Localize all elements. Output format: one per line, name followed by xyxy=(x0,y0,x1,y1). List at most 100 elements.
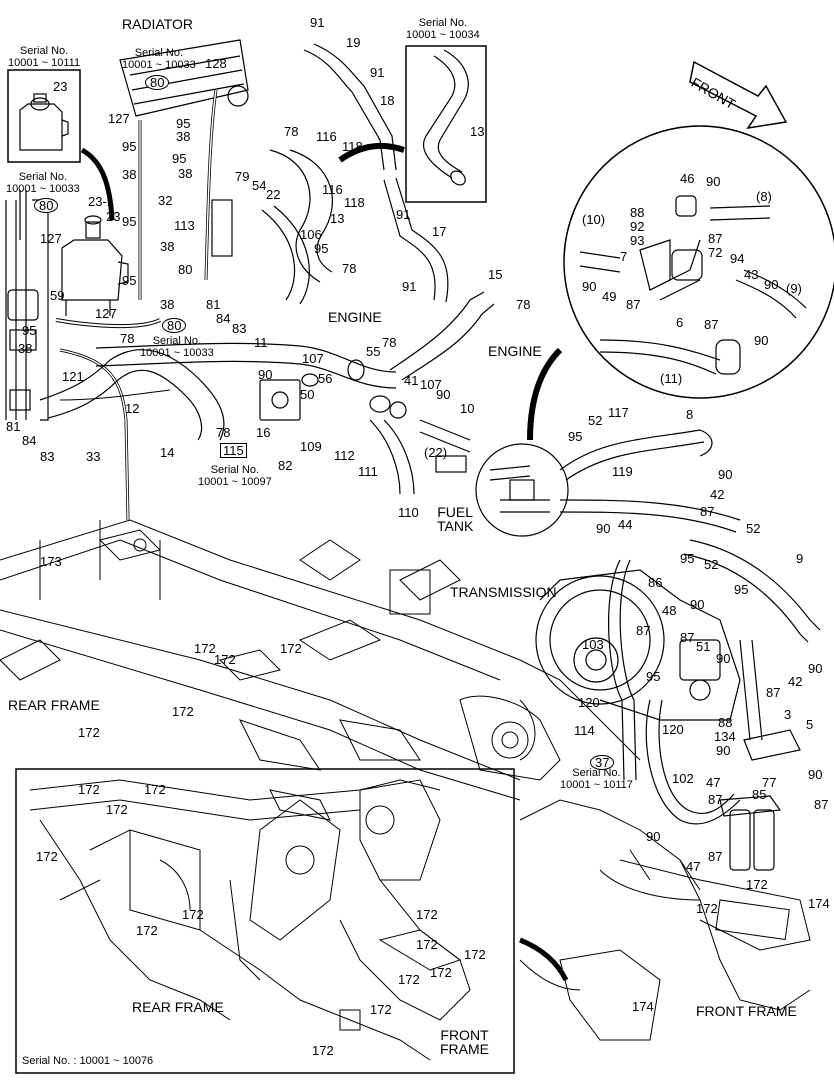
callout-90c: 90 xyxy=(706,174,721,189)
callout-102: 102 xyxy=(672,771,694,786)
callout-87g: 87 xyxy=(766,685,781,700)
callout-90j: 90 xyxy=(716,651,731,666)
callout-172b: 172 xyxy=(214,652,236,667)
callout-90f: 90 xyxy=(754,333,769,348)
callout-87b: 87 xyxy=(626,297,641,312)
hose-19-18 xyxy=(303,43,397,171)
callout-3: 3 xyxy=(784,707,792,722)
reservoir-23-1 xyxy=(61,215,129,316)
pipe-127-inner xyxy=(55,319,161,328)
arrow-front-frame xyxy=(519,937,569,982)
callout-38f: 38 xyxy=(178,166,193,181)
callout-174b: 174 xyxy=(632,999,654,1014)
callout-172a: 172 xyxy=(194,641,216,656)
callout-86: 86 xyxy=(648,575,663,590)
label-transmission: TRANSMISSION xyxy=(450,584,557,600)
serial-hose13: Serial No. 10001 ~ 10034 xyxy=(406,17,480,41)
callout-33: 33 xyxy=(86,449,101,464)
callout-82: 82 xyxy=(278,458,293,473)
callout-93: 93 xyxy=(630,233,645,248)
radiator-body xyxy=(119,39,249,117)
filter-assembly xyxy=(719,729,801,871)
connection-detail xyxy=(489,465,550,513)
callout-90k: 90 xyxy=(808,661,823,676)
label-rear-frame-top: REAR FRAME xyxy=(8,697,100,713)
callout-173: 173 xyxy=(40,554,62,569)
callout-17: 17 xyxy=(432,224,447,239)
callout-172t: 172 xyxy=(696,901,718,916)
label-fuel-tank: FUEL TANK xyxy=(437,504,474,534)
callout-91a: 91 xyxy=(310,15,325,30)
fitting-detail xyxy=(579,195,807,375)
callout-23-1: 23-1 xyxy=(88,194,115,209)
callout-103: 103 xyxy=(582,637,604,652)
callout-84a: 84 xyxy=(22,433,37,448)
callout-127c: 127 xyxy=(95,306,117,321)
serial-tank: Serial No. 10001 ~ 10111 xyxy=(8,45,81,69)
callout-94: 94 xyxy=(730,251,745,266)
hose-13-large xyxy=(269,149,333,283)
label-front-frame: FRONT FRAME xyxy=(696,1003,797,1019)
label-engine-2: ENGINE xyxy=(488,343,542,359)
callout-87d: 87 xyxy=(700,504,715,519)
callout-115: 115 xyxy=(220,443,247,458)
callout-95d: 95 xyxy=(122,273,137,288)
callout-172e: 172 xyxy=(78,725,100,740)
serial-radiator: Serial No. 10001 ~ 10033 xyxy=(122,47,196,71)
callout-118a: 118 xyxy=(342,139,363,154)
callout-79: 79 xyxy=(235,169,250,184)
inset-frame xyxy=(29,779,471,1061)
front-arrow xyxy=(689,60,788,130)
callout-95k: 95 xyxy=(646,669,661,684)
label-radiator: RADIATOR xyxy=(122,16,194,32)
callout-95a: 95 xyxy=(22,323,37,338)
label-front-frame-inset: FRONT FRAME xyxy=(440,1027,489,1057)
front-frame-main xyxy=(519,799,811,1041)
callout-41: 41 xyxy=(404,373,419,388)
callout-48: 48 xyxy=(662,603,677,618)
callout-87i: 87 xyxy=(814,797,829,812)
callout-78b: 78 xyxy=(284,124,299,139)
callout-38b: 38 xyxy=(122,167,137,182)
callout-52a: 52 xyxy=(588,413,603,428)
hose-13-detail xyxy=(422,49,469,186)
hose-13-box xyxy=(405,45,487,203)
callout-87e: 87 xyxy=(636,623,651,638)
callout-172o: 172 xyxy=(464,947,486,962)
callout-37: 37 xyxy=(590,755,615,770)
inset-box xyxy=(15,768,515,1074)
hose-120 xyxy=(608,559,637,781)
callout-121: 121 xyxy=(62,369,84,384)
callout-90m: 90 xyxy=(808,767,823,782)
callout-107a: 107 xyxy=(302,351,324,366)
callout-116b: 116 xyxy=(322,182,343,197)
callout-32: 32 xyxy=(158,193,173,208)
callout-127b: 127 xyxy=(108,111,130,126)
callout-172g: 172 xyxy=(144,782,166,797)
callout-113: 113 xyxy=(174,218,195,233)
callout-47b: 47 xyxy=(686,859,701,874)
rear-frame-main xyxy=(0,519,641,801)
callout-13b: 13 xyxy=(470,124,485,139)
callout-95g: 95 xyxy=(314,241,329,256)
callout-172r: 172 xyxy=(312,1043,334,1058)
pipe-113 xyxy=(204,89,218,281)
callout-11b: (11) xyxy=(660,371,683,386)
callout-114: 114 xyxy=(574,723,595,738)
callout-117: 117 xyxy=(608,405,629,420)
callout-90a: 90 xyxy=(258,367,273,382)
callout-90i: 90 xyxy=(690,597,705,612)
callout-38e: 38 xyxy=(176,129,191,144)
callout-78e: 78 xyxy=(382,335,397,350)
callout-118b: 118 xyxy=(344,195,365,210)
callout-38d: 38 xyxy=(160,297,175,312)
serial-reservoir: Serial No. 10001 ~ 10033 xyxy=(6,171,80,195)
callout-6: 6 xyxy=(676,315,684,330)
callout-81b: 81 xyxy=(206,297,221,312)
callout-110: 110 xyxy=(398,505,419,520)
callout-172m: 172 xyxy=(416,937,438,952)
callout-87h: 87 xyxy=(708,792,723,807)
callout-78d: 78 xyxy=(516,297,531,312)
callout-90l: 90 xyxy=(716,743,731,758)
callout-84b: 84 xyxy=(216,311,231,326)
